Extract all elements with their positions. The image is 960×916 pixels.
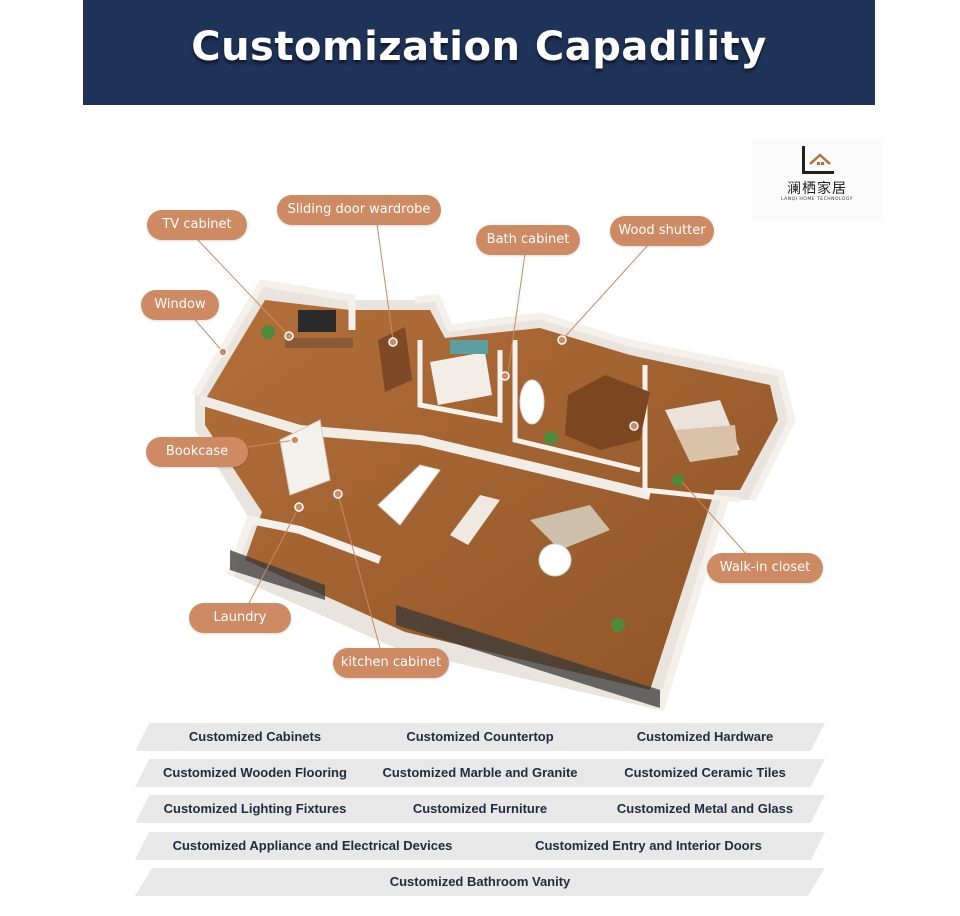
page-title: Customization Capadility <box>191 24 767 70</box>
service-tag-label: Customized Bathroom Vanity <box>389 874 571 889</box>
callout-laundry: Laundry <box>189 603 291 633</box>
service-tag-label: Customized Hardware <box>636 729 774 744</box>
service-tag-label: Customized Metal and Glass <box>616 801 794 816</box>
callout-wood-shutter: Wood shutter <box>610 216 714 246</box>
callout-walk-in-closet: Walk-in closet <box>707 553 823 583</box>
service-tag: Customized Hardware <box>585 723 825 751</box>
service-tag-label: Customized Cabinets <box>188 729 322 744</box>
service-tag: Customized Metal and Glass <box>585 795 825 823</box>
callout-bookcase: Bookcase <box>146 437 248 467</box>
callout-tv-cabinet: TV cabinet <box>147 210 247 240</box>
service-tag-label: Customized Marble and Granite <box>382 765 578 780</box>
logo-english-text: LANQI HOME TECHNOLOGY <box>781 197 853 202</box>
house-logo-icon <box>802 146 834 174</box>
callout-sliding-door-wardrobe: Sliding door wardrobe <box>277 195 441 225</box>
title-banner: Customization Capadility <box>83 0 875 105</box>
service-tag: Customized Appliance and Electrical Devi… <box>135 832 490 860</box>
brand-logo: 澜栖家居 LANQI HOME TECHNOLOGY <box>752 140 882 220</box>
service-tag: Customized Lighting Fixtures <box>135 795 375 823</box>
service-tag-label: Customized Countertop <box>406 729 554 744</box>
service-tag: Customized Countertop <box>360 723 600 751</box>
service-tag-label: Customized Furniture <box>412 801 548 816</box>
service-tag-label: Customized Lighting Fixtures <box>163 801 347 816</box>
service-tag: Customized Furniture <box>360 795 600 823</box>
service-tag: Customized Wooden Flooring <box>135 759 375 787</box>
service-tag: Customized Marble and Granite <box>360 759 600 787</box>
service-tag: Customized Bathroom Vanity <box>135 868 825 896</box>
callout-bath-cabinet: Bath cabinet <box>476 225 580 255</box>
service-tag-label: Customized Entry and Interior Doors <box>535 838 762 853</box>
callout-kitchen-cabinet: kitchen cabinet <box>333 648 449 678</box>
callout-window: Window <box>141 290 219 320</box>
logo-chinese-text: 澜栖家居 <box>787 181 847 197</box>
service-tag-label: Customized Ceramic Tiles <box>624 765 786 780</box>
service-tag-label: Customized Appliance and Electrical Devi… <box>172 838 453 853</box>
service-tag-label: Customized Wooden Flooring <box>163 765 347 780</box>
service-tag: Customized Ceramic Tiles <box>585 759 825 787</box>
service-tag: Customized Entry and Interior Doors <box>472 832 825 860</box>
service-tag: Customized Cabinets <box>135 723 375 751</box>
